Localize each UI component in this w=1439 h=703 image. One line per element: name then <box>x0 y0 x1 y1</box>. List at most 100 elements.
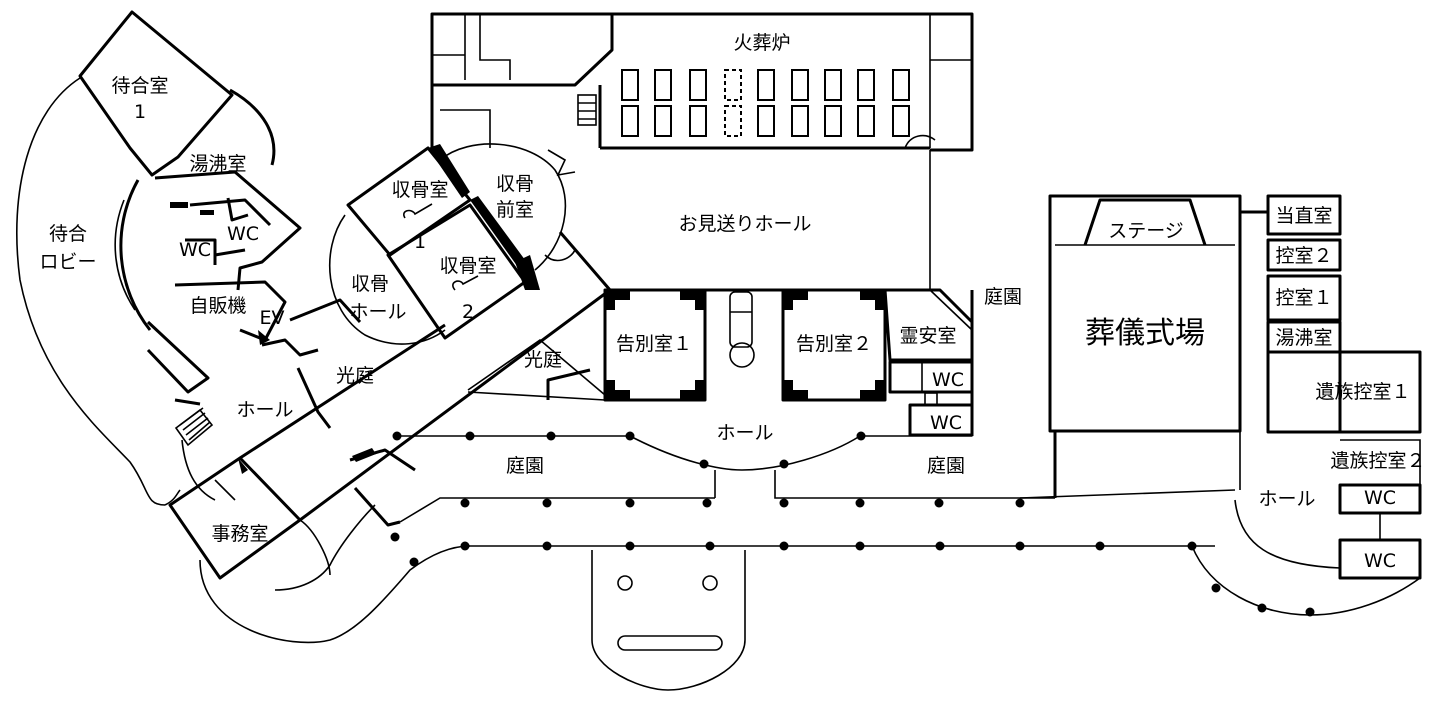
furnace-5-0 <box>791 69 809 101</box>
label-office: 事務室 <box>211 523 268 545</box>
parting-room-2-walls <box>781 288 887 402</box>
column-22 <box>1015 541 1025 551</box>
column-25 <box>390 532 400 542</box>
label-bone-room-1-b: 1 <box>414 231 426 253</box>
label-waiting-lobby-b: ロビー <box>39 251 96 273</box>
furnace-5-1 <box>791 105 809 137</box>
furnace-6-0 <box>824 69 842 101</box>
column-3 <box>625 431 635 441</box>
label-waiting-room-1-a: 待合室 <box>111 75 168 97</box>
entrance-canopy <box>591 550 746 691</box>
column-24 <box>1187 541 1197 551</box>
column-2 <box>546 431 556 441</box>
label-waiting-lobby-a: 待合 <box>49 223 87 245</box>
label-bone-hall-b: ホール <box>349 301 406 323</box>
furnace-3-1 <box>724 105 742 137</box>
column-19 <box>779 541 789 551</box>
label-hall-center: ホール <box>716 422 773 444</box>
bone-collection-area <box>328 143 612 401</box>
furnace-3-0 <box>724 69 742 101</box>
ceremony-block <box>397 288 1215 691</box>
furnace-8-1 <box>892 105 910 137</box>
lobby-inner-wall <box>119 179 152 331</box>
label-wc-center-1: WC <box>932 369 964 391</box>
column-13 <box>934 498 944 508</box>
column-17 <box>625 541 635 551</box>
label-vending: 自販機 <box>189 295 246 317</box>
label-hall-right: ホール <box>1258 488 1315 510</box>
furnace-1-0 <box>654 69 672 101</box>
left-wing <box>15 10 715 644</box>
label-parting-room-1: 告別室１ <box>616 333 692 355</box>
columns <box>390 431 1315 617</box>
furnace-2-1 <box>689 105 707 137</box>
furnace-4-1 <box>757 105 775 137</box>
label-light-court-2: 光庭 <box>524 349 562 371</box>
label-wc-right-1: WC <box>1364 487 1396 509</box>
column-7 <box>460 498 470 508</box>
column-14 <box>1015 498 1025 508</box>
label-waiting-room-1-b: 1 <box>134 101 146 123</box>
labels: 待合室 1 湯沸室 待合 ロビー WC WC 自販機 EV ホール 事務室 収骨… <box>39 32 1425 572</box>
label-duty-room: 当直室 <box>1275 205 1332 227</box>
funeral-hall-walls <box>1048 194 1242 433</box>
column-8 <box>542 498 552 508</box>
label-stage: ステージ <box>1108 220 1184 242</box>
column-4 <box>699 459 709 469</box>
label-garden-3: 庭園 <box>984 286 1022 308</box>
label-waiting-room-r1: 控室１ <box>1275 287 1332 309</box>
waiting-room-1-walls <box>78 10 234 177</box>
label-family-room-1: 遺族控室１ <box>1315 381 1410 403</box>
furnace-0-1 <box>621 105 639 137</box>
column-11 <box>779 498 789 508</box>
furnace-6-1 <box>824 105 842 137</box>
column-1 <box>465 431 475 441</box>
label-wc-center-2: WC <box>930 412 962 434</box>
column-12 <box>855 498 865 508</box>
label-hall-left: ホール <box>236 399 293 421</box>
column-6 <box>856 431 866 441</box>
label-crematory: 火葬炉 <box>733 32 790 54</box>
label-bone-anteroom-b: 前室 <box>496 199 534 221</box>
column-9 <box>625 498 635 508</box>
furnace-2-0 <box>689 69 707 101</box>
crematory-outer-wall <box>430 12 974 152</box>
lobby-outer-wall <box>15 77 166 506</box>
parting-room-1-walls <box>603 288 707 402</box>
crematory-block <box>430 12 974 290</box>
label-wc-left-1: WC <box>179 239 211 261</box>
label-wc-left-2: WC <box>227 223 259 245</box>
column-15 <box>460 541 470 551</box>
stage-walls <box>1083 198 1207 246</box>
center-hall-arc <box>629 435 861 471</box>
furnace-7-1 <box>857 105 875 137</box>
lower-walkway-outer <box>199 545 471 644</box>
column-16 <box>542 541 552 551</box>
label-bone-room-2-b: 2 <box>462 301 474 323</box>
label-bone-room-2-a: 収骨室 <box>439 255 496 277</box>
label-garden-2: 庭園 <box>927 455 965 477</box>
column-5 <box>779 459 789 469</box>
label-parting-room-2: 告別室２ <box>796 333 872 355</box>
column-20 <box>855 541 865 551</box>
label-bone-room-1-a: 収骨室 <box>391 179 448 201</box>
furnaces <box>621 69 910 137</box>
label-wc-right-2: WC <box>1364 550 1396 572</box>
furnace-0-0 <box>621 69 639 101</box>
column-10 <box>702 498 712 508</box>
column-27 <box>1211 583 1221 593</box>
label-family-room-2: 遺族控室２ <box>1330 450 1425 472</box>
label-bone-hall-a: 収骨 <box>351 273 389 295</box>
column-0 <box>392 431 402 441</box>
label-hot-water-left: 湯沸室 <box>189 153 246 175</box>
funeral-hall-block <box>1019 194 1422 616</box>
label-mortuary: 霊安室 <box>899 325 956 347</box>
label-garden-1: 庭園 <box>506 455 544 477</box>
label-hot-water-right: 湯沸室 <box>1275 327 1332 349</box>
label-bone-anteroom-a: 収骨 <box>496 173 534 195</box>
label-light-court-1: 光庭 <box>336 365 374 387</box>
column-23 <box>1095 541 1105 551</box>
column-28 <box>1257 603 1267 613</box>
furnace-8-0 <box>892 69 910 101</box>
